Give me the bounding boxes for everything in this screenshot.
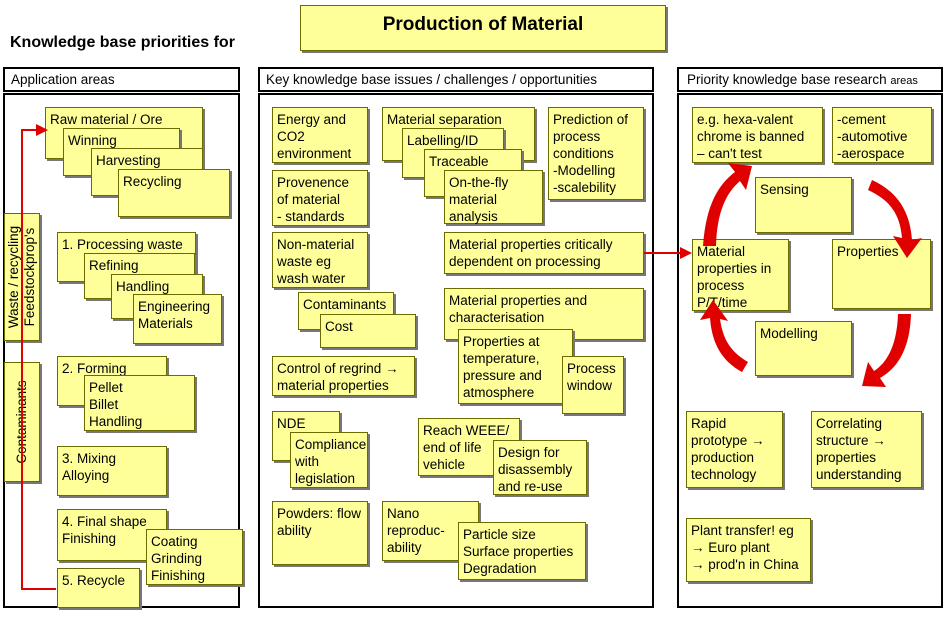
- sectors-note: -cement -automotive -aerospace: [832, 107, 932, 163]
- contaminants-label: Contaminants: [4, 362, 40, 482]
- recycling-note: Recycling: [118, 169, 230, 217]
- plant-transfer-note: Plant transfer! eg → Euro plant → prod'n…: [686, 518, 811, 582]
- design-disassembly-note: Design for disassembly and re-use: [493, 440, 587, 495]
- provenence-note: Provenence of material - standards: [272, 170, 368, 226]
- modelling-note: Modelling: [755, 321, 852, 376]
- waste-recycling-label: Waste / recycling Feedstockprop's: [4, 213, 40, 341]
- issues-panel: [258, 93, 654, 608]
- research-areas-panel: [677, 93, 943, 608]
- particle-size-note: Particle size Surface properties Degrada…: [458, 522, 586, 580]
- non-material-waste-note: Non-material waste eg wash water: [272, 232, 368, 288]
- compliance-note: Compliance with legislation: [290, 432, 368, 488]
- regrind-note: Control of regrind → material properties: [272, 356, 415, 396]
- application-areas-header: Application areas: [3, 67, 240, 92]
- recycle-note: 5. Recycle: [57, 568, 140, 608]
- coating-grinding-note: Coating Grinding Finishing: [146, 529, 243, 585]
- research-areas-header: Priority knowledge base research areas: [677, 67, 943, 92]
- prediction-note: Prediction of process conditions -Modell…: [548, 107, 644, 200]
- mixing-alloying-note: 3. Mixing Alloying: [57, 446, 167, 496]
- on-the-fly-note: On-the-fly material analysis: [444, 170, 543, 224]
- pellet-billet-note: Pellet Billet Handling: [84, 375, 195, 431]
- correlating-structure-note: Correlating structure → properties under…: [811, 411, 922, 488]
- engineering-materials-note: Engineering Materials: [133, 294, 222, 344]
- energy-co2-note: Energy and CO2 environment: [272, 107, 368, 163]
- properties-at-note: Properties at temperature, pressure and …: [458, 329, 573, 404]
- sensing-note: Sensing: [755, 177, 852, 233]
- cost-note: Cost: [320, 314, 416, 348]
- critically-dependent-note: Material properties critically dependent…: [444, 232, 644, 274]
- material-properties-process-note: Material properties in process P/T/time: [692, 239, 789, 311]
- page-heading: Knowledge base priorities for: [10, 34, 235, 51]
- topic-title-note: Production of Material: [300, 5, 666, 51]
- powders-note: Powders: flow ability: [272, 501, 368, 565]
- rapid-prototype-note: Rapid prototype → production technology: [686, 411, 783, 488]
- process-window-note: Process window: [562, 356, 624, 414]
- issues-header: Key knowledge base issues / challenges /…: [258, 67, 654, 92]
- hexa-valent-note: e.g. hexa-valent chrome is banned – can'…: [692, 107, 823, 163]
- properties-note: Properties: [832, 239, 931, 309]
